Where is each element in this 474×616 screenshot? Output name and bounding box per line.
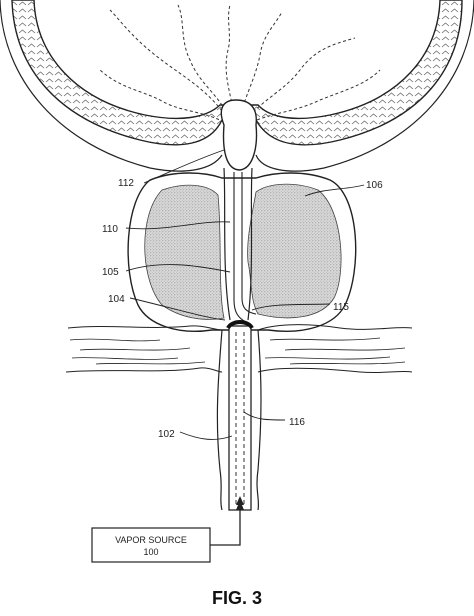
ref-115: 115 <box>333 302 349 313</box>
vapor-source-box: VAPOR SOURCE 100 <box>91 527 211 563</box>
prostate-lobes <box>144 183 342 320</box>
vapor-supply-line <box>210 510 241 546</box>
distal-urethra <box>216 329 262 511</box>
prostatic-urethra <box>223 167 253 321</box>
leader-lines <box>125 149 365 440</box>
vapor-source-label: VAPOR SOURCE <box>115 535 187 545</box>
ref-106: 106 <box>366 180 383 191</box>
ref-104: 104 <box>108 294 125 305</box>
device-shaft <box>226 320 254 511</box>
ref-116: 116 <box>289 417 305 428</box>
vapor-flow-lines <box>99 4 381 123</box>
vapor-head <box>220 99 258 171</box>
ref-112: 112 <box>118 178 134 189</box>
ref-105: 105 <box>102 267 119 278</box>
figure-caption: FIG. 3 <box>212 588 262 608</box>
supply-arrow-head <box>236 500 244 510</box>
vapor-source-number: 100 <box>143 547 158 557</box>
ref-102: 102 <box>158 429 175 440</box>
pelvic-membrane <box>65 324 413 374</box>
ref-110: 110 <box>102 224 118 235</box>
